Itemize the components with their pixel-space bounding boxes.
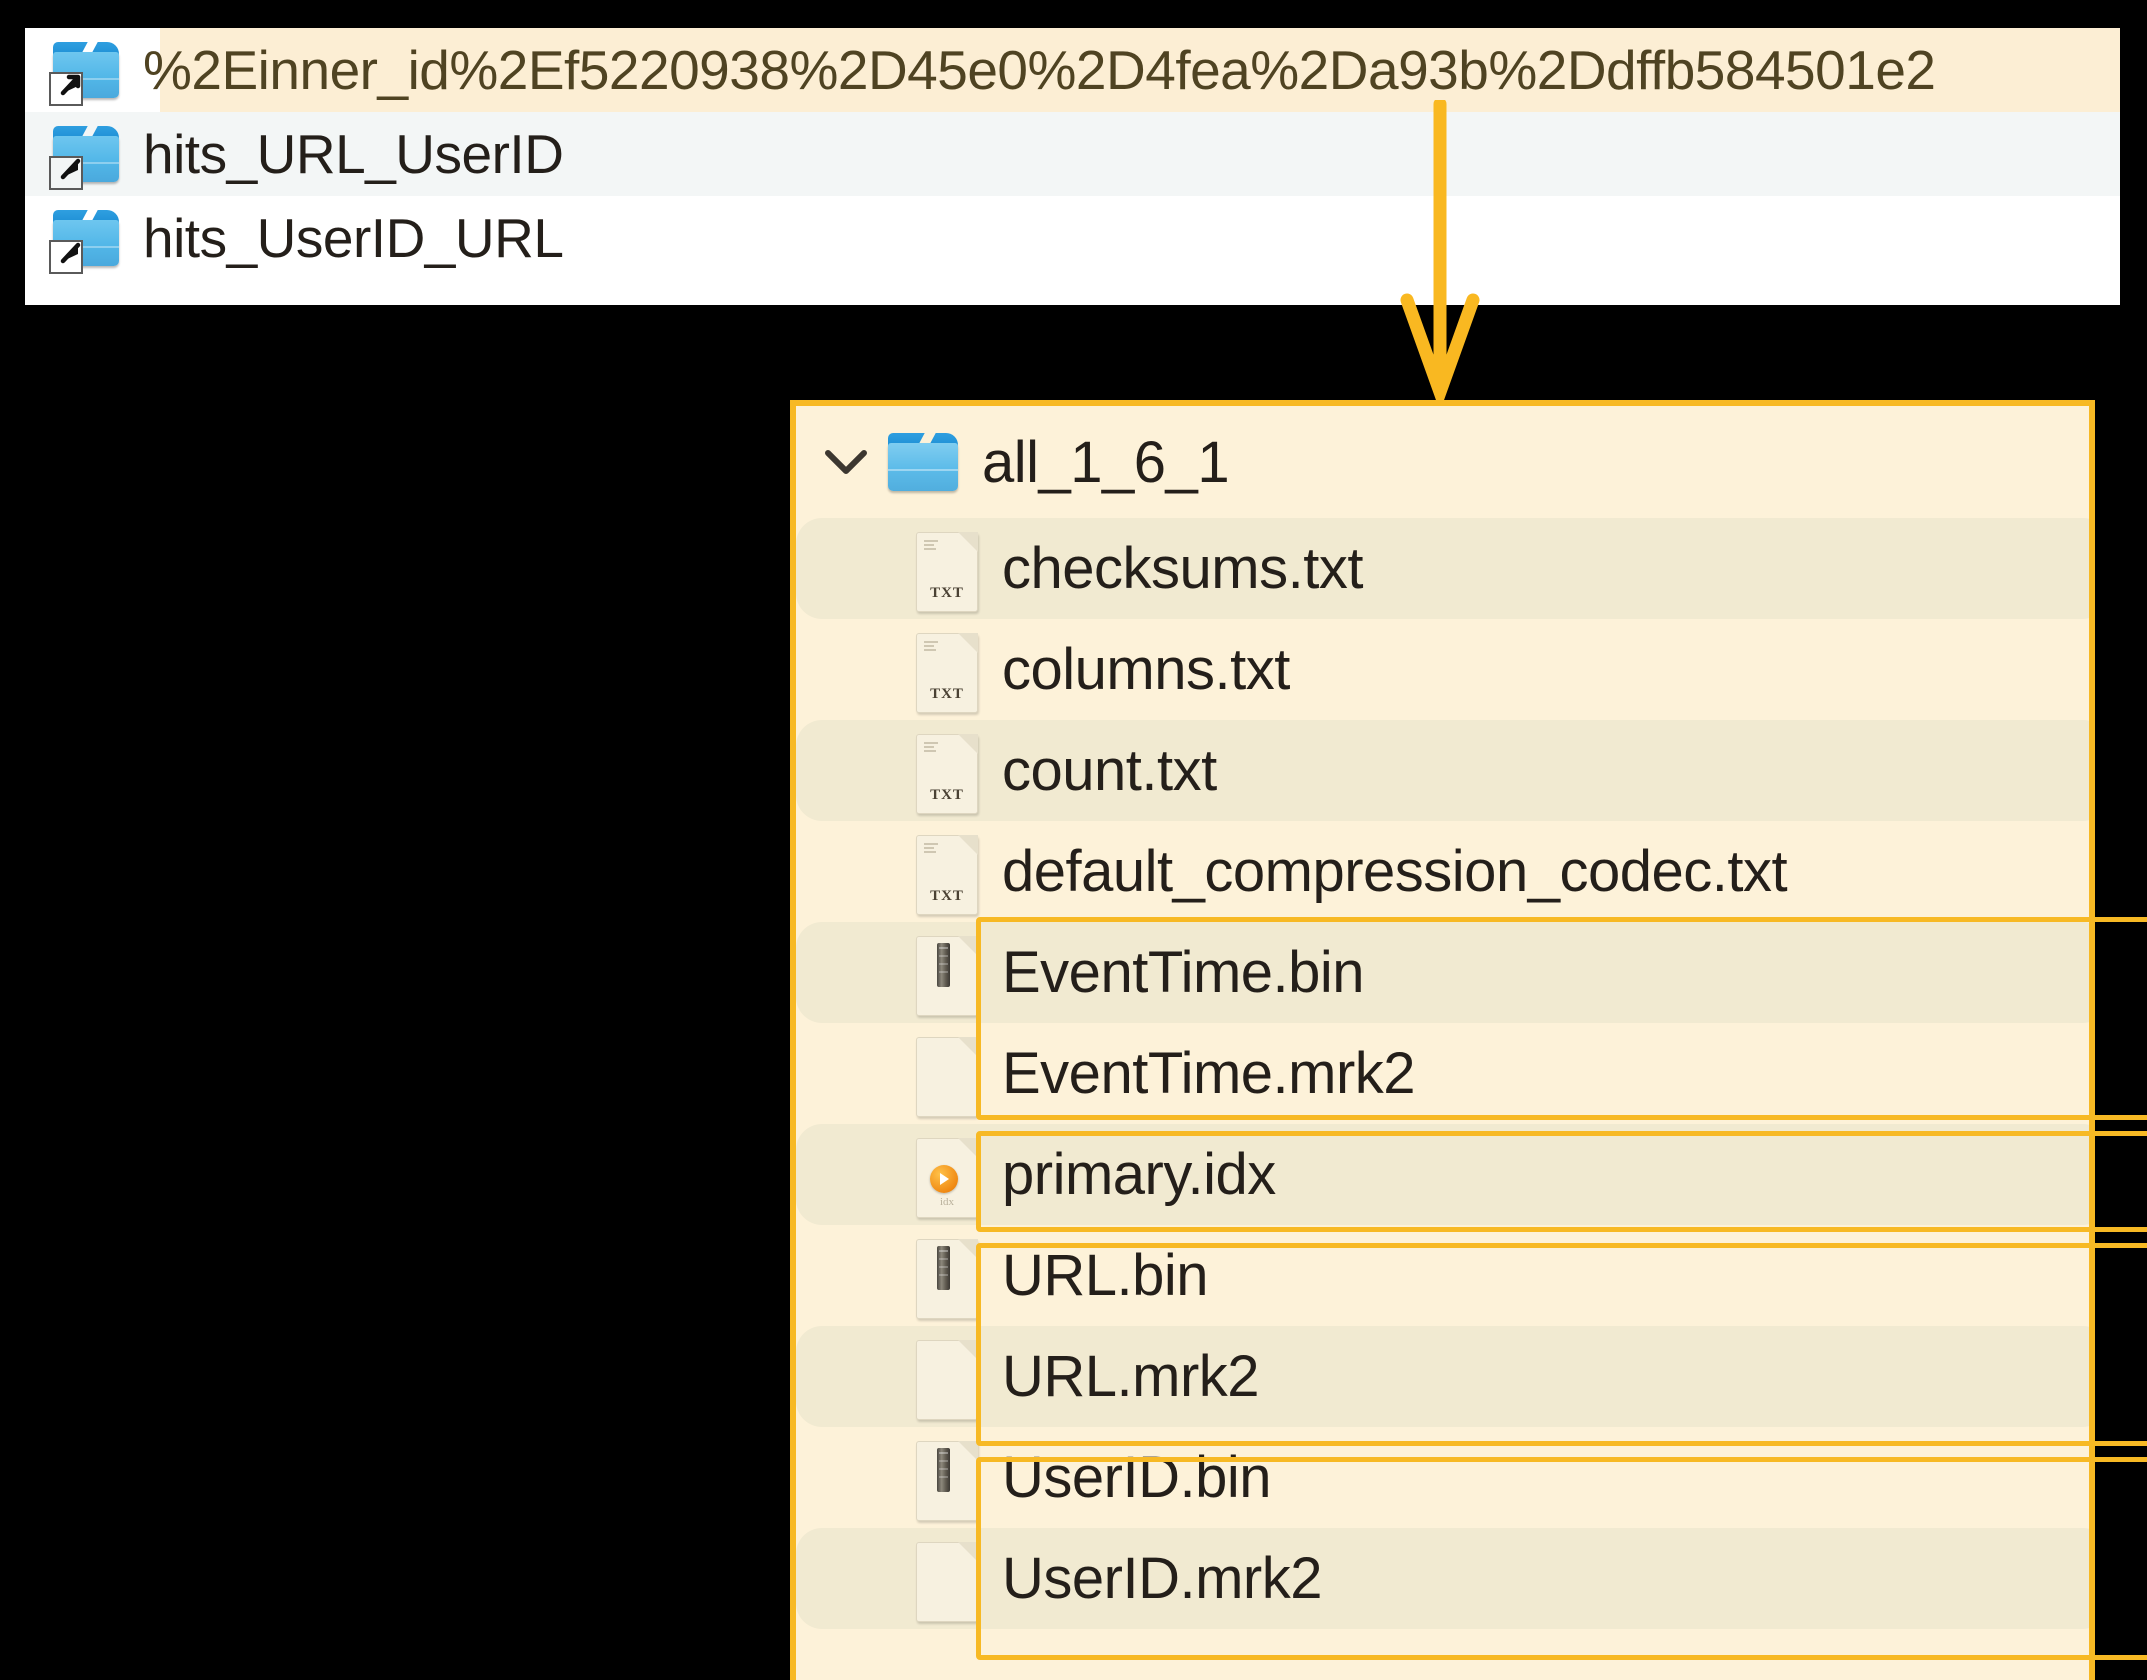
- blank-file-icon: [916, 1031, 982, 1117]
- file-name-label: default_compression_codec.txt: [1002, 839, 1788, 904]
- list-item[interactable]: hits_URL_UserID: [25, 112, 2120, 196]
- txt-file-icon: TXT: [916, 829, 982, 915]
- txt-file-icon: TXT: [916, 627, 982, 713]
- folder-icon: [888, 433, 958, 491]
- file-icon-tag: TXT: [930, 786, 964, 803]
- list-item[interactable]: hits_UserID_URL: [25, 196, 2120, 280]
- file-row[interactable]: EventTime.mrk2: [796, 1023, 2089, 1124]
- file-row[interactable]: TXT columns.txt: [796, 619, 2089, 720]
- file-name-label: URL.mrk2: [1002, 1344, 1260, 1409]
- shortcut-arrow-icon: [60, 74, 81, 96]
- file-row[interactable]: idx primary.idx: [796, 1124, 2089, 1225]
- file-row[interactable]: UserID.bin: [796, 1427, 2089, 1528]
- list-item-label: hits_UserID_URL: [143, 207, 564, 269]
- file-name-label: primary.idx: [1002, 1142, 1276, 1207]
- file-row[interactable]: TXT count.txt: [796, 720, 2089, 821]
- file-name-label: columns.txt: [1002, 637, 1290, 702]
- shortcut-arrow-icon: [60, 158, 81, 180]
- folder-shortcut-icon: [49, 126, 119, 190]
- folder-row[interactable]: all_1_6_1: [796, 406, 2089, 518]
- file-name-label: UserID.bin: [1002, 1445, 1271, 1510]
- bin-file-icon: [916, 1233, 982, 1319]
- file-name-label: count.txt: [1002, 738, 1217, 803]
- chevron-down-icon[interactable]: [818, 434, 874, 490]
- file-name-label: EventTime.bin: [1002, 940, 1365, 1005]
- txt-file-icon: TXT: [916, 526, 982, 612]
- down-arrow-annotation: [1400, 100, 1480, 410]
- list-item-label: hits_URL_UserID: [143, 123, 564, 185]
- file-name-label: checksums.txt: [1002, 536, 1363, 601]
- file-name-label: EventTime.mrk2: [1002, 1041, 1416, 1106]
- bin-file-icon: [916, 1435, 982, 1521]
- blank-file-icon: [916, 1536, 982, 1622]
- row-highlight-background: [160, 28, 2120, 112]
- folder-shortcut-icon: [49, 210, 119, 274]
- shortcut-arrow-icon: [60, 242, 81, 264]
- file-row[interactable]: EventTime.bin: [796, 922, 2089, 1023]
- file-name-label: URL.bin: [1002, 1243, 1209, 1308]
- symlink-folder-list: %2Einner_id%2Ef5220938%2D45e0%2D4fea%2Da…: [25, 28, 2120, 305]
- file-row[interactable]: TXT checksums.txt: [796, 518, 2089, 619]
- idx-file-icon: idx: [916, 1132, 982, 1218]
- folder-name-label: all_1_6_1: [982, 429, 1230, 495]
- list-item[interactable]: %2Einner_id%2Ef5220938%2D45e0%2D4fea%2Da…: [25, 28, 2120, 112]
- list-item-label: %2Einner_id%2Ef5220938%2D45e0%2D4fea%2Da…: [143, 39, 1936, 101]
- expanded-folder-panel: all_1_6_1 TXT checksums.txt TXT columns.…: [790, 400, 2095, 1680]
- file-icon-tag: TXT: [930, 685, 964, 702]
- file-row[interactable]: URL.mrk2: [796, 1326, 2089, 1427]
- file-row[interactable]: UserID.mrk2: [796, 1528, 2089, 1629]
- folder-shortcut-icon: [49, 42, 119, 106]
- file-icon-tag: TXT: [930, 887, 964, 904]
- txt-file-icon: TXT: [916, 728, 982, 814]
- file-icon-tag: TXT: [930, 584, 964, 601]
- bin-file-icon: [916, 930, 982, 1016]
- file-icon-tag: idx: [939, 1195, 955, 1208]
- file-row[interactable]: TXT default_compression_codec.txt: [796, 821, 2089, 922]
- file-name-label: UserID.mrk2: [1002, 1546, 1322, 1611]
- file-row[interactable]: URL.bin: [796, 1225, 2089, 1326]
- blank-file-icon: [916, 1334, 982, 1420]
